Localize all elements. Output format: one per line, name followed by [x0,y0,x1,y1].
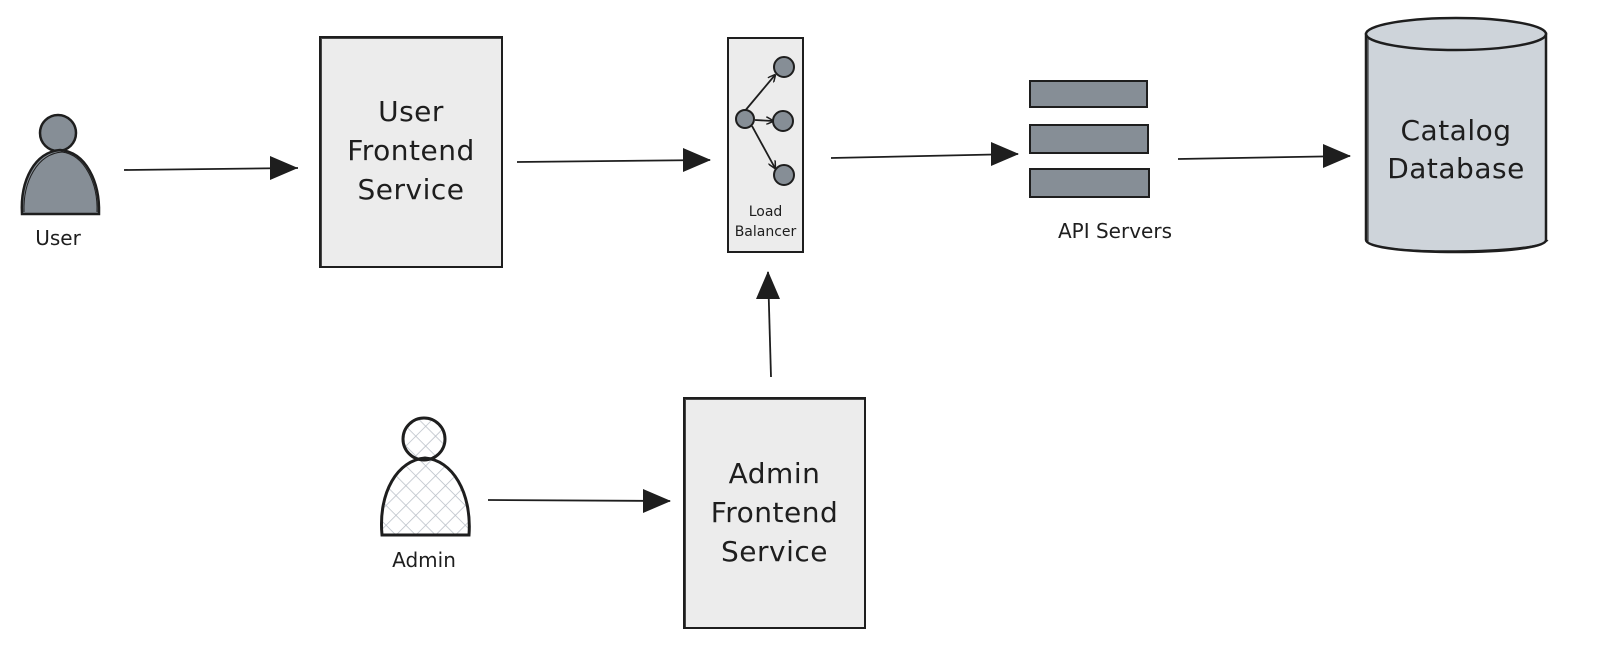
user-frontend-service-label: User Frontend Service [347,95,475,206]
database-cylinder-icon [1364,16,1549,254]
edge-user-frontend-to-load-balancer [516,159,711,163]
arrowhead-load-balancer-bottom [756,271,780,299]
user-actor-icon [20,113,101,216]
admin-actor-icon [379,416,471,537]
user-label: User [35,226,81,250]
arrowhead-load-balancer-left [683,148,711,172]
arrowhead-user-frontend [270,156,298,180]
arrowhead-admin-frontend [643,489,671,513]
load-balancer-label: Load Balancer [734,204,797,241]
admin-frontend-service-label: Admin Frontend Service [710,457,839,568]
server-stack-icon [1029,80,1150,198]
catalog-database-label: Catalog Database [1387,114,1525,185]
load-balancer-icon [727,37,804,253]
edge-api-servers-to-catalog-db [1177,155,1351,160]
edge-admin-to-admin-frontend [487,499,671,502]
edge-user-to-user-frontend [123,167,299,171]
edge-load-balancer-to-api-servers [830,153,1019,159]
arrowhead-api-servers [991,142,1019,166]
admin-label: Admin [392,548,456,572]
api-servers-label: API Servers [1057,219,1172,243]
admin-frontend-service-box [683,397,866,629]
user-frontend-service-box [319,36,503,268]
arrowhead-catalog-db [1323,144,1351,168]
